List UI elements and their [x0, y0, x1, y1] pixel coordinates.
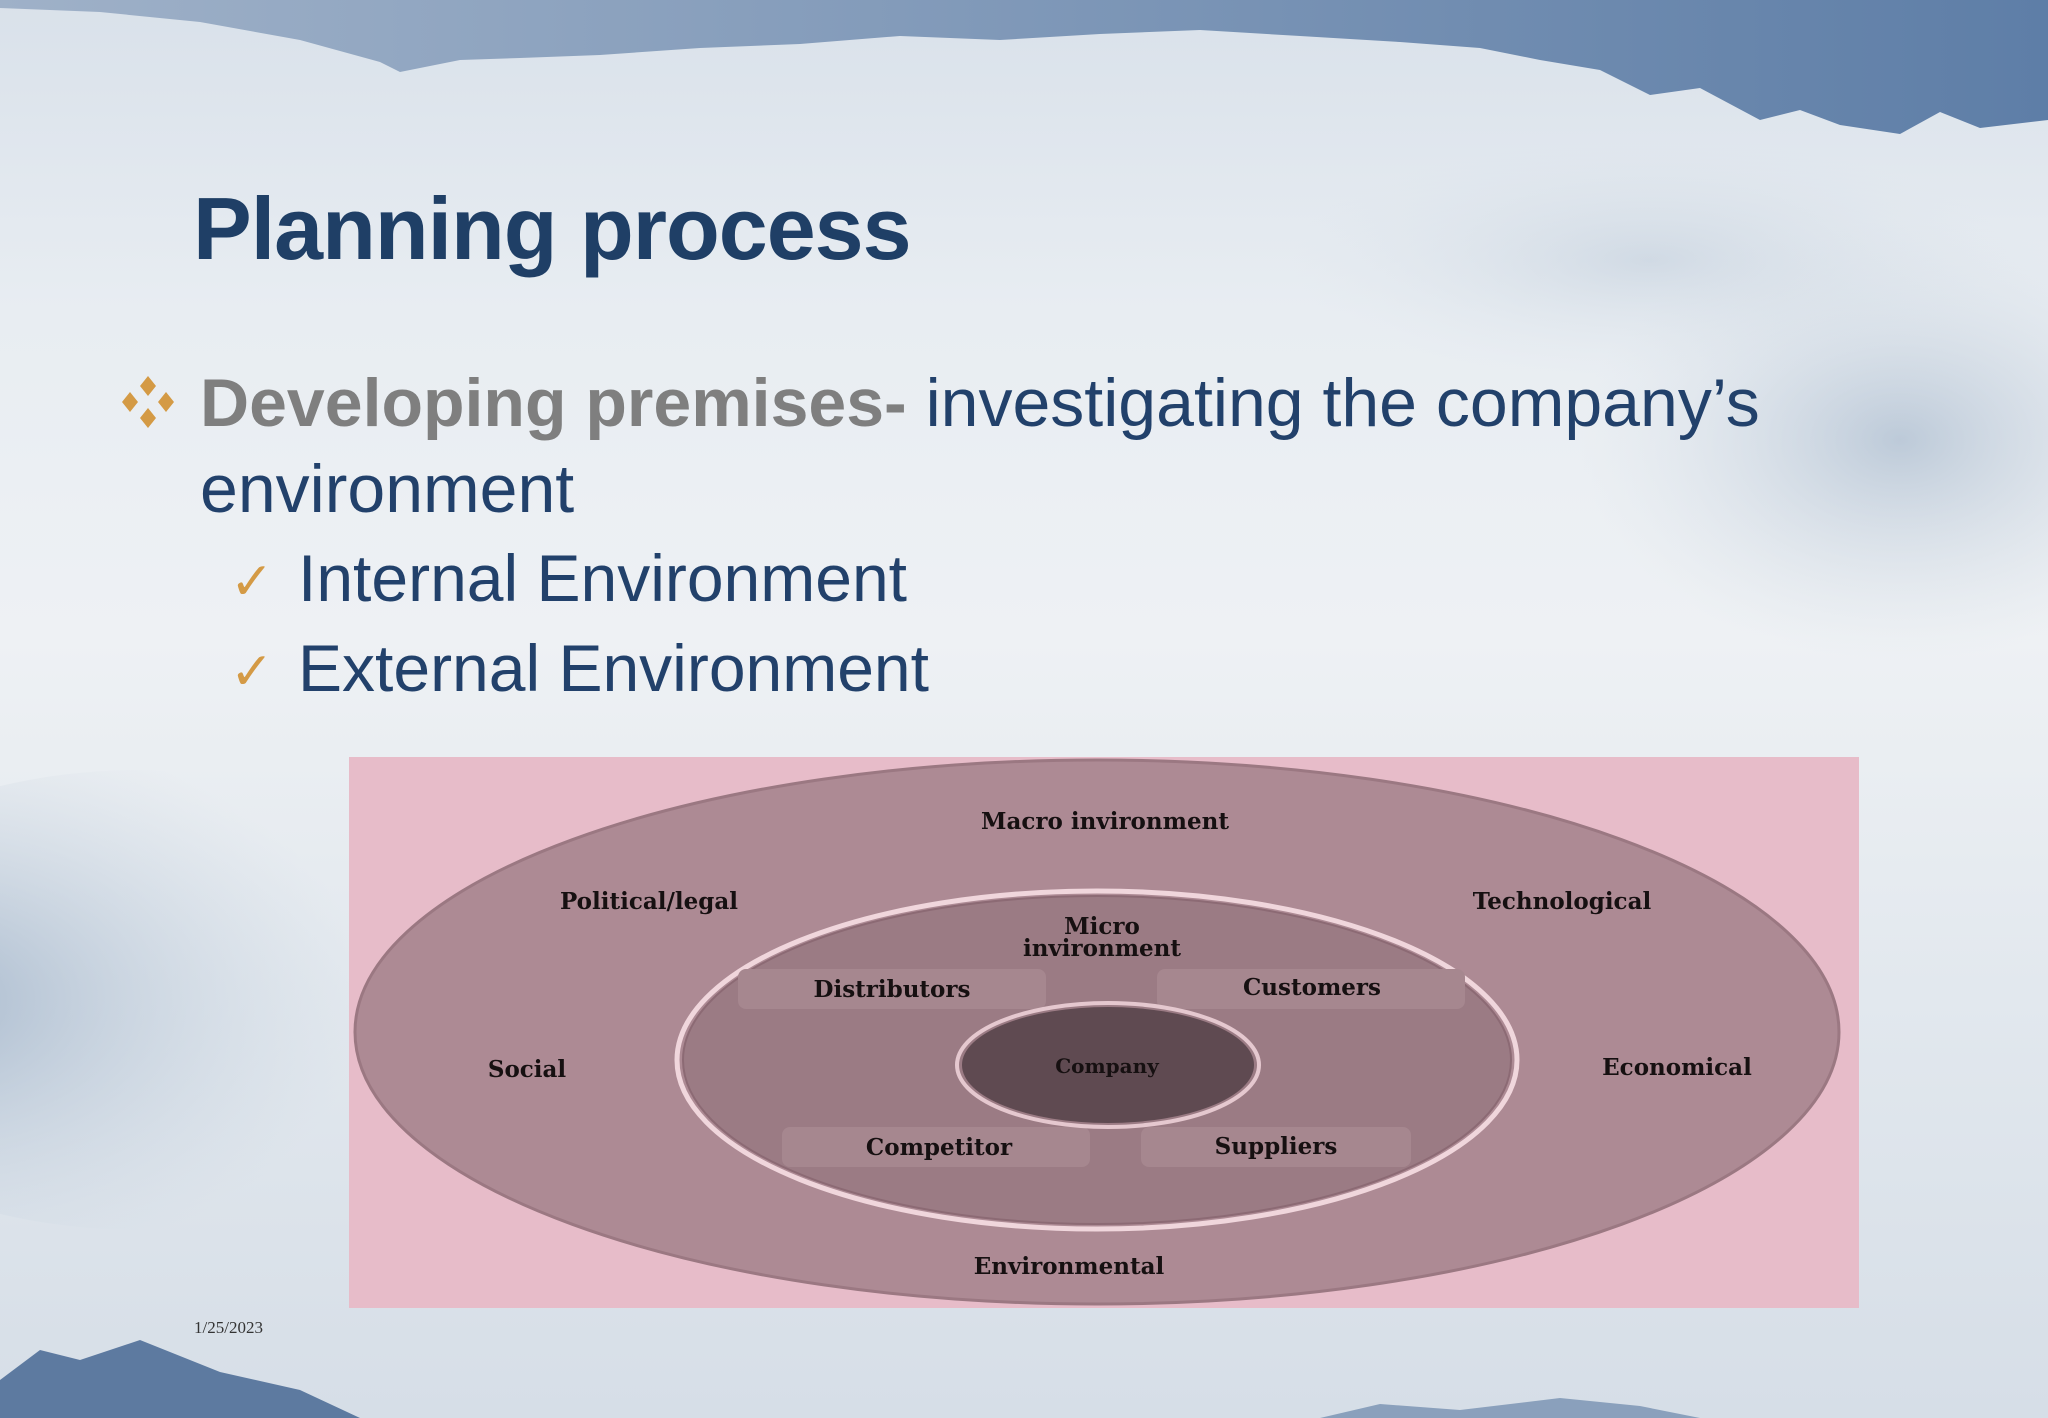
suppliers-label: Suppliers: [1215, 1133, 1338, 1160]
distributors-label: Distributors: [814, 976, 971, 1003]
sub-item-internal: ✓ Internal Environment: [230, 538, 907, 618]
bullet-lead: Developing premises-: [200, 365, 907, 441]
sub-item-label: Internal Environment: [298, 541, 907, 615]
sub-item-external: ✓ External Environment: [230, 628, 929, 708]
sub-item-label: External Environment: [298, 631, 929, 705]
micro-environment-label-line1: Micro: [1064, 913, 1140, 940]
economical-label: Economical: [1602, 1054, 1752, 1081]
customers-box: [1157, 969, 1465, 1009]
customers-label: Customers: [1243, 974, 1381, 1001]
political-legal-label: Political/legal: [560, 888, 738, 915]
slide-title: Planning process: [193, 179, 912, 278]
checkmark-icon: ✓: [230, 643, 274, 701]
distributors-box: [738, 969, 1046, 1009]
company-ellipse: [962, 1007, 1254, 1123]
slide-date: 1/25/2023: [194, 1318, 263, 1337]
micro-environment-label-line2: invironment: [1023, 935, 1181, 962]
competitor-label: Competitor: [866, 1134, 1013, 1161]
four-diamond-bullet-icon: [122, 376, 174, 428]
micro-environment-outline: [674, 888, 1520, 1232]
company-label: Company: [1055, 1054, 1160, 1078]
competitor-box: [782, 1127, 1090, 1167]
macro-environment-label: Macro invironment: [981, 808, 1229, 835]
environment-diagram: Macro invironment Political/legal Techno…: [349, 757, 1859, 1308]
suppliers-box: [1141, 1127, 1411, 1167]
checkmark-icon: ✓: [230, 553, 274, 611]
technological-label: Technological: [1473, 888, 1652, 915]
bullet-text: Developing premises- investigating the c…: [200, 360, 1980, 532]
environment-diagram-svg: Macro invironment Political/legal Techno…: [353, 758, 1841, 1306]
bullet-body: investigating the company’s environment: [200, 365, 1760, 527]
environmental-label: Environmental: [974, 1253, 1165, 1280]
company-outline: [955, 1001, 1261, 1129]
social-label: Social: [488, 1056, 567, 1083]
